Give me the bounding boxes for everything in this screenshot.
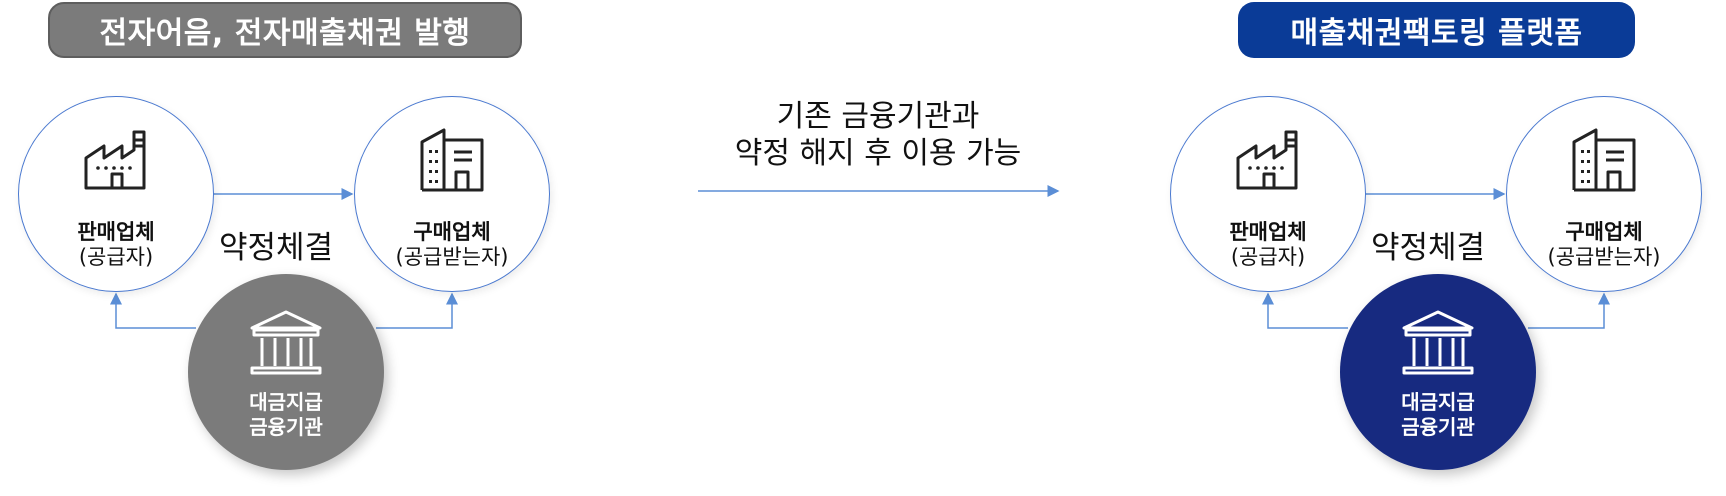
left-seller-sub: (공급자) <box>78 245 154 269</box>
right-bank-to-seller <box>1262 292 1348 329</box>
left-seller-name: 판매업체 <box>77 220 155 244</box>
bank-icon <box>1402 310 1474 375</box>
left-buyer-circle <box>354 96 550 292</box>
right-buyer-label: 구매업체 (공급받는자) <box>1506 220 1702 270</box>
left-buyer-sub: (공급받는자) <box>395 245 509 269</box>
left-bank-to-seller <box>110 292 196 329</box>
bank-icon <box>250 310 322 375</box>
right-buyer-name: 구매업체 <box>1565 220 1643 244</box>
right-contract-label: 약정체결 <box>1371 230 1486 266</box>
left-bank-label: 대금지급 금융기관 <box>188 390 384 440</box>
left-bank-line2: 금융기관 <box>249 415 323 439</box>
middle-line2: 약정 해지 후 이용 가능 <box>734 136 1022 171</box>
right-buyer-circle <box>1506 96 1702 292</box>
left-buyer-label: 구매업체 (공급받는자) <box>354 220 550 270</box>
right-seller-circle <box>1170 96 1366 292</box>
right-seller-sub: (공급자) <box>1230 245 1306 269</box>
left-seller-circle <box>18 96 214 292</box>
right-seller-label: 판매업체 (공급자) <box>1170 220 1366 270</box>
right-seller-name: 판매업체 <box>1229 220 1307 244</box>
right-bank-line2: 금융기관 <box>1401 415 1475 439</box>
left-seller-label: 판매업체 (공급자) <box>18 220 214 270</box>
right-bank-line1: 대금지급 <box>1401 390 1475 414</box>
right-bank-to-buyer <box>1528 292 1610 329</box>
middle-line1: 기존 금융기관과 <box>776 99 980 134</box>
right-bank-label: 대금지급 금융기관 <box>1340 390 1536 440</box>
left-bank-to-buyer <box>376 292 458 329</box>
left-contract-label: 약정체결 <box>219 230 334 266</box>
left-bank-line1: 대금지급 <box>249 390 323 414</box>
left-buyer-name: 구매업체 <box>413 220 491 244</box>
factory-icon <box>84 130 146 190</box>
building-icon <box>420 128 484 192</box>
right-buyer-sub: (공급받는자) <box>1547 245 1661 269</box>
building-icon <box>1572 128 1636 192</box>
middle-text: 기존 금융기관과 약정 해지 후 이용 가능 <box>678 98 1078 172</box>
factory-icon <box>1236 130 1298 190</box>
left-panel-title: 전자어음, 전자매출채권 발행 <box>48 2 522 58</box>
right-panel-title: 매출채권팩토링 플랫폼 <box>1238 2 1635 58</box>
